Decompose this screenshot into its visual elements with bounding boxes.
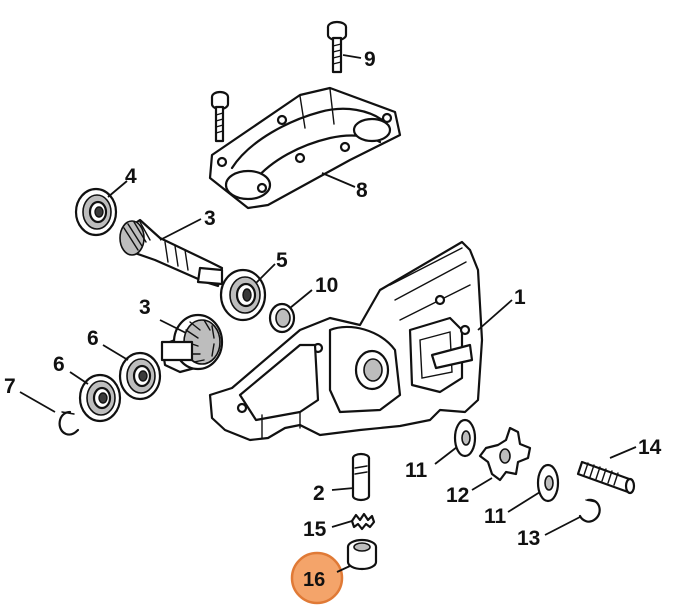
callout-9: 9 xyxy=(364,48,376,71)
callout-5: 5 xyxy=(276,249,288,272)
callout-11-upper: 11 xyxy=(405,459,428,482)
highlight-callout-16[interactable]: 16 xyxy=(290,551,351,605)
sleeve-part-16[interactable] xyxy=(346,538,378,571)
sprocket-part-12[interactable] xyxy=(478,426,532,482)
bearing-part-4[interactable] xyxy=(74,187,118,237)
bearing-part-6-left[interactable] xyxy=(78,373,122,423)
callout-14: 14 xyxy=(638,436,662,459)
gear-housing-part-1[interactable] xyxy=(208,240,484,442)
callout-6-left: 6 xyxy=(53,353,65,376)
callout-3-lower: 3 xyxy=(139,296,151,319)
callout-2: 2 xyxy=(313,482,325,505)
seal-ring-part-10[interactable] xyxy=(268,302,296,334)
circlip-part-13[interactable] xyxy=(578,498,601,523)
callout-3-upper: 3 xyxy=(204,207,216,230)
callout-11-lower: 11 xyxy=(484,505,507,528)
callout-12: 12 xyxy=(446,484,469,507)
housing-cover-part-8[interactable] xyxy=(208,86,402,210)
callouts: 9 8 4 3 5 10 1 3 6 6 7 11 2 12 11 15 13 … xyxy=(4,48,662,550)
bearing-part-5[interactable] xyxy=(219,268,267,322)
washer-part-11-lower[interactable] xyxy=(536,463,560,503)
washer-part-11-upper[interactable] xyxy=(453,418,477,458)
callout-16: 16 xyxy=(303,569,325,591)
spring-washer-part-15[interactable] xyxy=(350,512,376,531)
callout-15: 15 xyxy=(303,518,327,541)
stud-bolt-part-14[interactable] xyxy=(576,460,636,495)
highlight-circle xyxy=(290,551,344,605)
callout-7: 7 xyxy=(4,375,16,398)
bearing-part-6-right[interactable] xyxy=(118,351,162,401)
screw-part-9[interactable] xyxy=(326,20,348,74)
bevel-gear-part-3-lower[interactable] xyxy=(160,313,224,374)
callout-4: 4 xyxy=(125,165,137,188)
leader-lines xyxy=(19,54,637,536)
pin-part-2[interactable] xyxy=(351,452,371,502)
circlip-part-7[interactable] xyxy=(58,410,80,436)
screw-small[interactable] xyxy=(210,90,230,143)
callout-6-right: 6 xyxy=(87,327,99,350)
callout-10: 10 xyxy=(315,274,338,297)
pinion-shaft-part-3-upper[interactable] xyxy=(119,218,224,288)
callout-8: 8 xyxy=(356,179,368,202)
callout-1: 1 xyxy=(514,286,526,309)
callout-13: 13 xyxy=(517,527,540,550)
